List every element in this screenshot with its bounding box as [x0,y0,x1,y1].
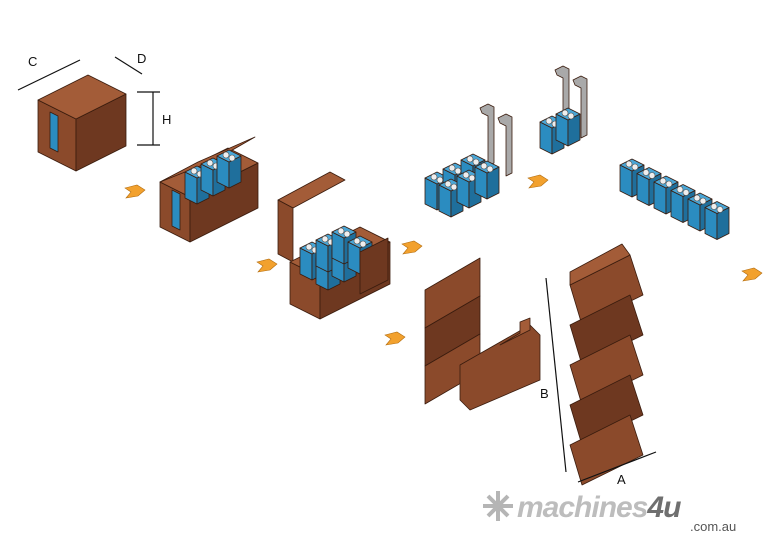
terminal-cap-icon [625,160,633,168]
terminal-cap-icon [699,197,707,205]
terminal-cap-icon [206,159,214,167]
watermark: machines4u .com.au [483,491,736,534]
lifting-fork-large [479,103,513,177]
terminal-cap-icon [693,194,701,202]
terminal-cap-icon [305,243,313,251]
svg-text:machines4u: machines4u [517,491,681,524]
battery-row [619,158,730,240]
terminal-cap-icon [444,180,452,188]
process-arrow-icon [256,258,278,273]
terminal-cap-icon [454,167,462,175]
watermark-brand: machines [517,491,648,524]
terminal-cap-icon [228,154,236,162]
flat-carton-blank [569,243,644,486]
open-carton-with-lid [159,136,259,243]
closed-carton [37,74,127,172]
label-c: C [28,54,37,69]
fork-tine [572,75,588,139]
dimension-line-b [545,277,567,473]
battery-block-small [539,107,581,155]
terminal-cap-icon [561,109,569,117]
battery-cell [704,201,730,240]
terminal-cap-icon [337,227,345,235]
terminal-cap-icon [468,174,476,182]
terminal-cap-icon [567,112,575,120]
carton-top-flap [277,171,346,209]
dimension-line-c [17,59,81,91]
battery-cell [216,149,242,189]
label-b: B [540,386,549,401]
dimension-lines [17,56,657,483]
carton-window-battery [171,189,181,231]
fork-tine [479,103,495,167]
watermark-brand-accent: 4u [646,491,681,524]
dimension-line-a [577,451,657,483]
terminal-cap-icon [486,165,494,173]
blank-panel [499,317,531,346]
terminal-cap-icon [472,158,480,166]
terminal-cap-icon [710,203,718,210]
blank-panel [569,374,644,446]
terminal-cap-icon [359,240,367,248]
process-arrow-icon [527,174,549,189]
unfolded-carton-blank [424,257,541,411]
terminal-cap-icon [466,155,474,163]
terminal-cap-icon [659,177,667,185]
terminal-cap-icon [436,176,444,184]
terminal-cap-icon [450,183,458,191]
blank-panel [569,294,644,366]
terminal-cap-icon [343,230,351,238]
blank-flap [569,243,631,286]
terminal-cap-icon [462,171,470,179]
terminal-cap-icon [545,117,553,125]
carton-front-flap [359,237,389,295]
terminal-cap-icon [716,206,724,213]
process-arrow-icon [741,267,763,282]
terminal-cap-icon [448,164,456,172]
closed-carton-top-face [37,74,127,120]
terminal-cap-icon [631,163,639,171]
unfolding-carton [277,171,391,320]
terminal-cap-icon [430,173,438,181]
terminal-cap-icon [642,169,650,176]
fork-tine [497,113,513,177]
terminal-cap-icon [321,235,329,243]
carton-side-flap [277,199,294,263]
dimension-line-d [114,56,143,75]
terminal-cap-icon [190,167,198,175]
terminal-cap-icon [676,186,684,193]
battery-cell [555,107,581,147]
battery-cell [474,160,500,200]
process-arrow-icon [384,331,406,346]
snowflake-logo-icon [483,491,513,521]
terminal-cap-icon [222,151,230,159]
battery-block-large [424,153,500,218]
terminal-cap-icon [353,237,361,245]
terminal-cap-icon [648,172,656,179]
label-h: H [162,112,171,127]
terminal-cap-icon [665,180,673,188]
blank-panel [569,414,644,486]
carton-window-battery [49,111,59,153]
label-d: D [137,51,146,66]
terminal-cap-icon [682,189,690,196]
blank-panel [569,334,644,406]
terminal-cap-icon [480,162,488,170]
watermark-domain: .com.au [690,519,736,534]
process-arrow-icon [124,184,146,199]
process-arrow-icon [401,240,423,255]
label-a: A [617,472,626,487]
